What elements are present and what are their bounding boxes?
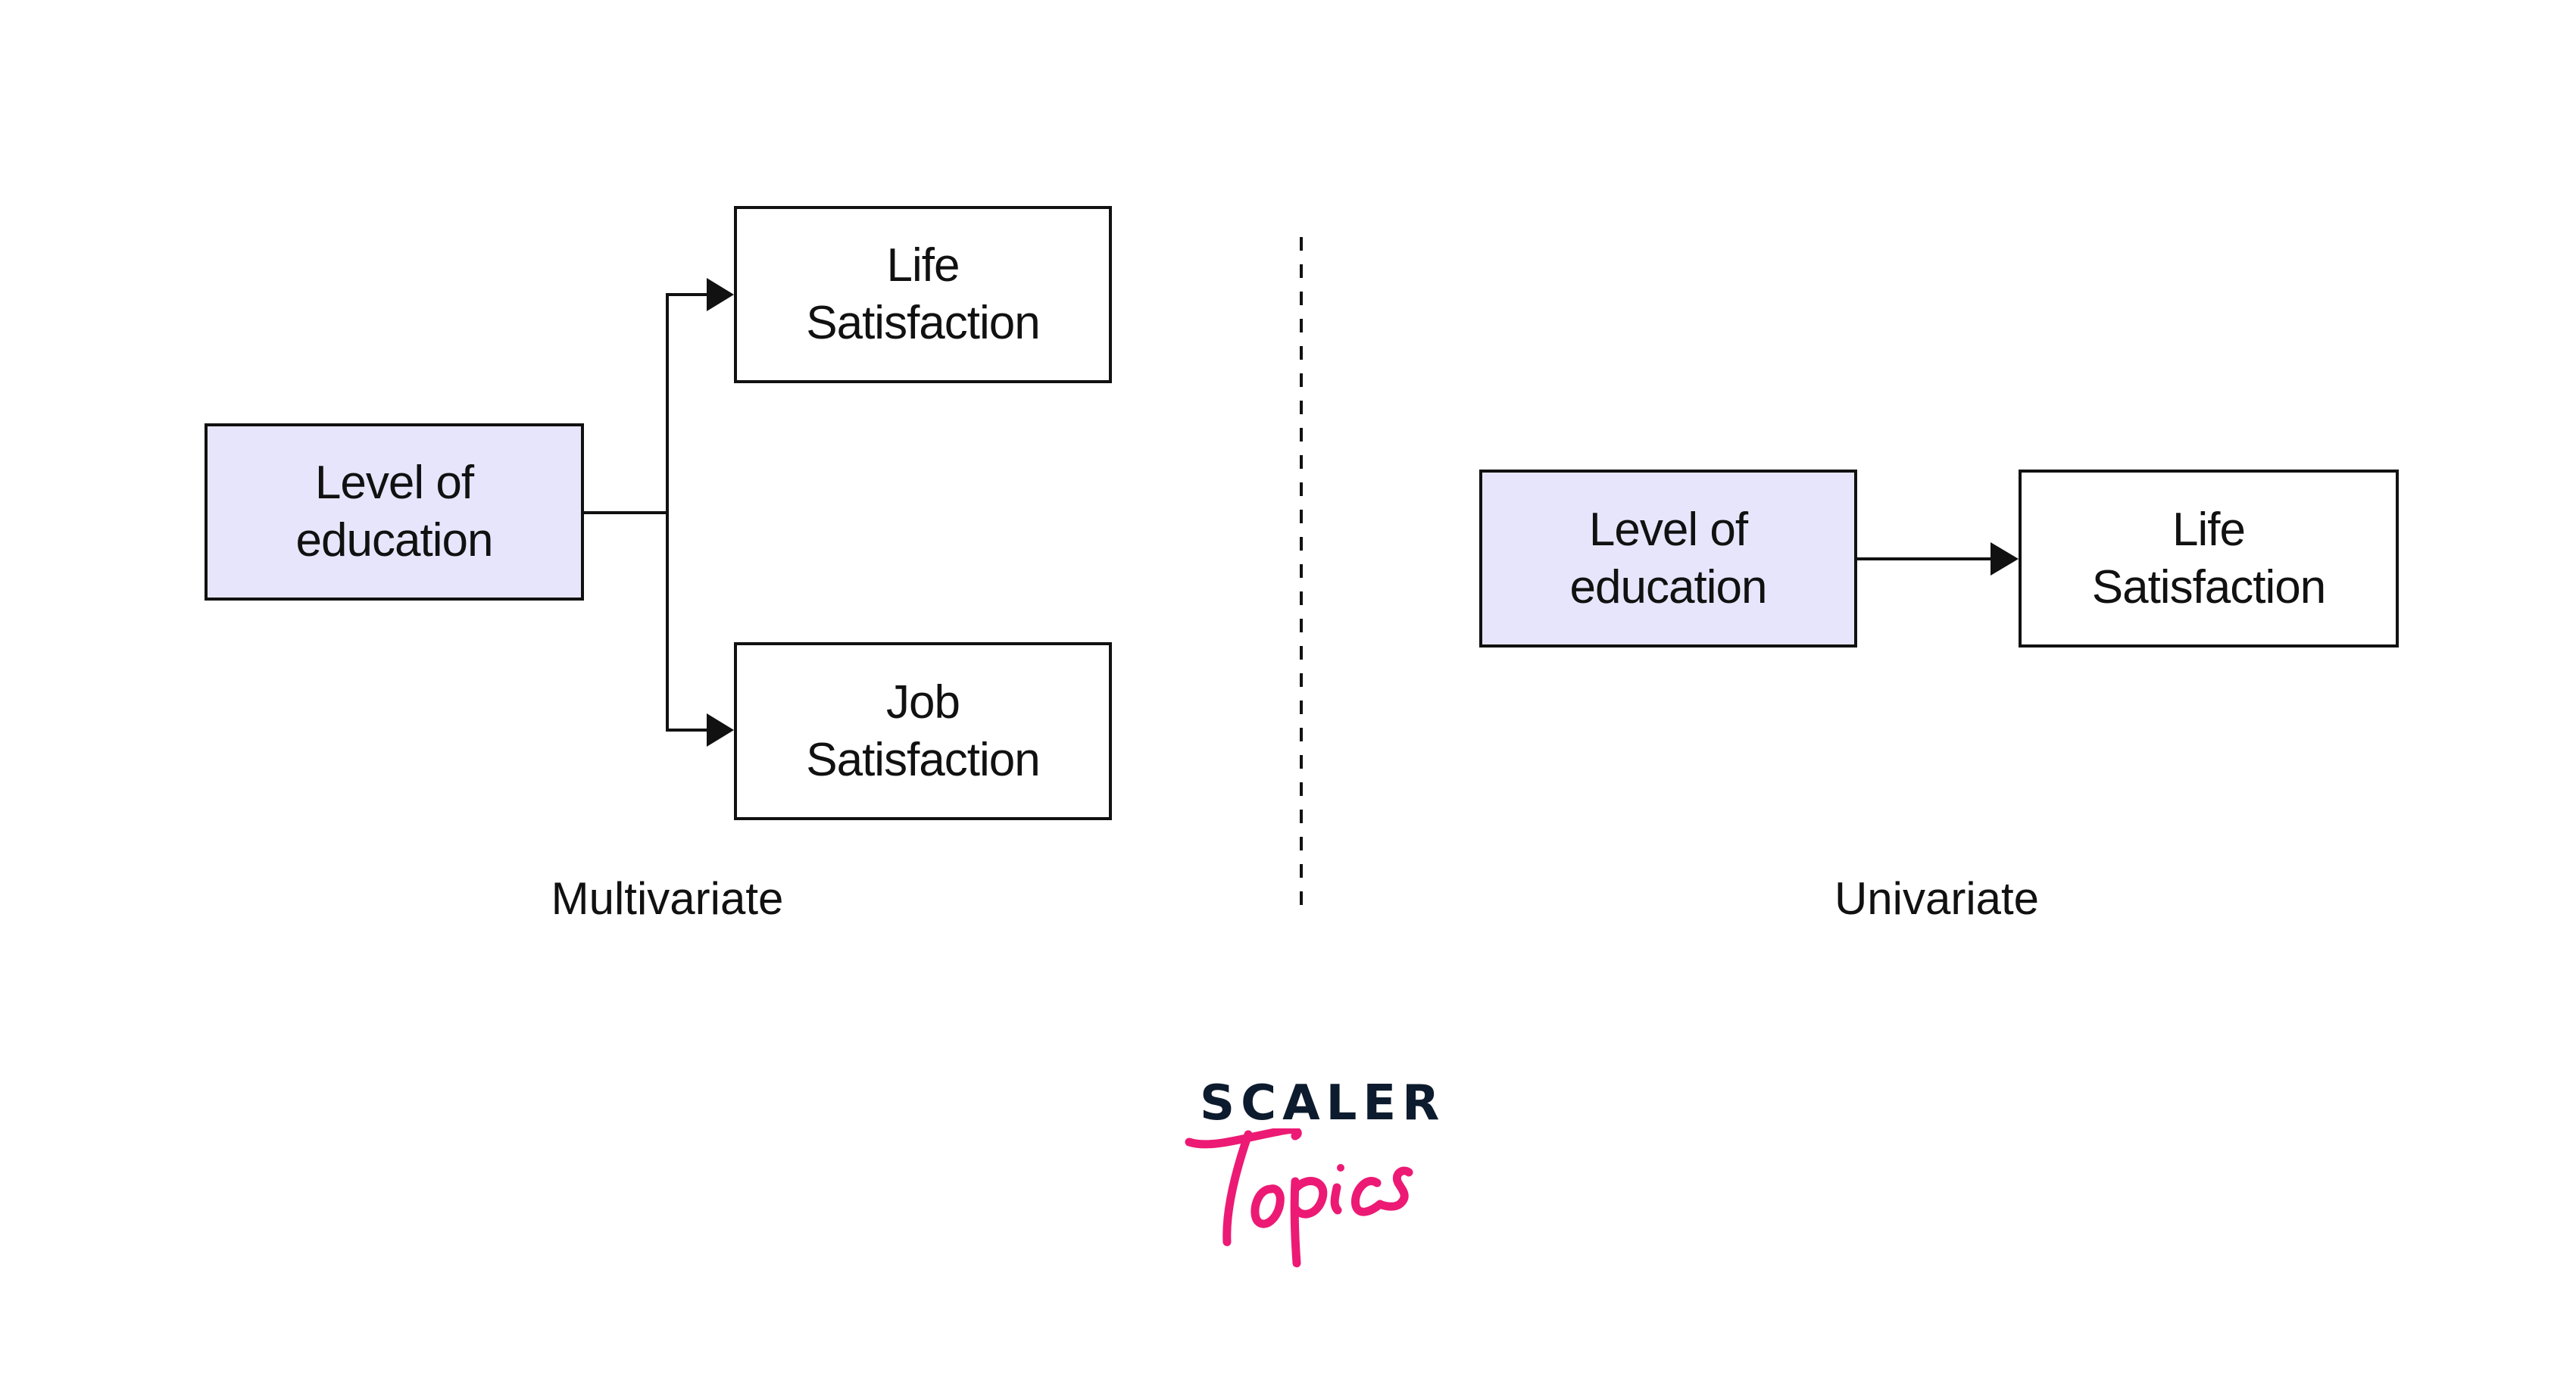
arrowhead-to-job [707, 713, 734, 747]
univariate-caption: Univariate [1834, 873, 2040, 924]
multivariate-life-satisfaction-box: Life Satisfaction [734, 206, 1112, 383]
logo-letter-i-dot [1337, 1164, 1344, 1172]
box-label-line1: Level of [1588, 503, 1748, 556]
multivariate-caption: Multivariate [551, 873, 784, 924]
logo-letter-t-bar [1185, 1128, 1302, 1149]
box-label-line2: education [1569, 560, 1768, 613]
box-label-line2: education [295, 514, 494, 566]
multivariate-job-satisfaction-box: Job Satisfaction [734, 642, 1112, 820]
univariate-life-satisfaction-box: Life Satisfaction [2019, 470, 2399, 648]
univariate-source-box: Level of education [1479, 470, 1857, 648]
logo-letter-c [1350, 1177, 1385, 1216]
box-label-line1: Life [2172, 503, 2246, 556]
box-label-line2: Satisfaction [806, 297, 1041, 349]
multivariate-source-box: Level of education [205, 423, 584, 601]
logo-letter-p [1290, 1177, 1328, 1268]
box-label-line1: Level of [314, 457, 474, 509]
box-label-line2: Satisfaction [2091, 560, 2327, 613]
logo-letter-s [1375, 1166, 1413, 1211]
arrowhead-univariate [1991, 542, 2019, 576]
logo-letter-i [1330, 1183, 1342, 1215]
logo-letter-t-stem [1222, 1130, 1253, 1247]
box-label-line1: Life [886, 239, 960, 292]
box-label-line2: Satisfaction [806, 733, 1041, 786]
logo-topics-script [1185, 1128, 1413, 1268]
logo-brand-text: SCALER [1200, 1075, 1446, 1131]
arrowhead-to-life [707, 278, 734, 311]
box-label-line1: Job [886, 676, 960, 729]
logo-letter-o [1251, 1184, 1285, 1228]
